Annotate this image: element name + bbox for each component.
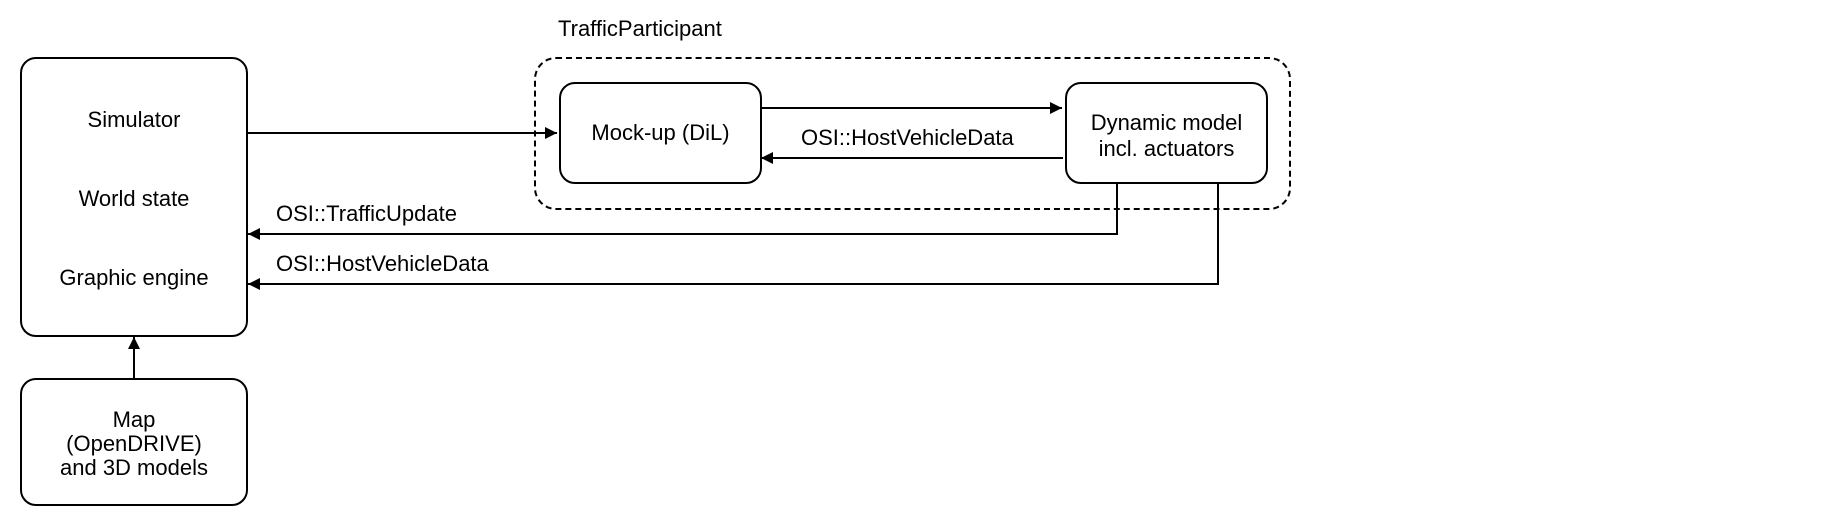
edge-traffic-update [248, 184, 1118, 240]
world-state-label: World state [78, 186, 190, 211]
map-label-line-2: (OpenDRIVE) [66, 431, 202, 456]
simulator-node[interactable]: Simulator World state Graphic engine [20, 57, 248, 337]
graphic-engine-label: Graphic engine [59, 265, 209, 290]
map-label-line-1: Map [112, 407, 156, 432]
simulator-label: Simulator [87, 107, 181, 132]
mockup-node[interactable]: Mock-up (DiL) [559, 82, 762, 184]
edge-label-host-vehicle-data-feedback: OSI::HostVehicleData [801, 125, 1014, 150]
mockup-label: Mock-up (DiL) [591, 120, 730, 145]
dynamic-model-node[interactable]: Dynamic model incl. actuators [1065, 82, 1268, 184]
traffic-participant-boundary [534, 57, 1291, 210]
dynamic-model-label-line-1: Dynamic model [1090, 110, 1243, 135]
map-label-line-3: and 3D models [60, 455, 208, 480]
dynamic-model-label-line-2: incl. actuators [1098, 136, 1235, 161]
group-title: TrafficParticipant [558, 16, 722, 41]
edge-host-vehicle-data-to-simulator [248, 184, 1219, 290]
map-node[interactable]: Map (OpenDRIVE) and 3D models [20, 378, 248, 506]
edge-label-traffic-update: OSI::TrafficUpdate [276, 201, 457, 226]
edge-label-host-vehicle-data: OSI::HostVehicleData [276, 251, 489, 276]
